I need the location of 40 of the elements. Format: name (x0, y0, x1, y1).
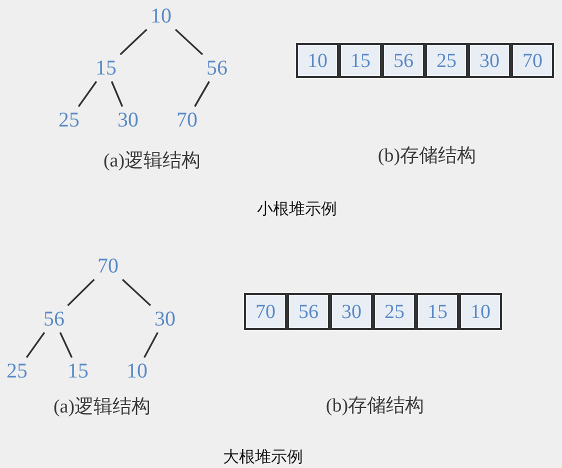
branch-line (174, 28, 204, 56)
branch-line (120, 28, 148, 56)
node-value: 30 (150, 306, 180, 332)
array-cell: 25 (373, 293, 416, 330)
sub-caption: (b)存储结构 (326, 396, 424, 418)
array-cell: 30 (468, 43, 511, 78)
array-cell: 70 (244, 293, 287, 330)
node-value: 10 (122, 358, 152, 384)
array-cell: 10 (459, 293, 502, 330)
array-cell: 30 (330, 293, 373, 330)
branch-line (67, 278, 95, 306)
branch-line (26, 332, 46, 358)
node-value: 56 (202, 54, 232, 82)
sub-caption: (a)逻辑结构 (53, 398, 151, 418)
array-cell: 15 (339, 43, 382, 78)
branch-line (144, 332, 158, 358)
node-value: 15 (64, 358, 92, 384)
node-value: 25 (2, 358, 32, 384)
array-cell: 15 (416, 293, 459, 330)
array-cell: 56 (382, 43, 425, 78)
node-value: 10 (146, 2, 176, 30)
branch-line (78, 80, 98, 108)
branch-line (194, 81, 210, 107)
node-value: 25 (54, 106, 84, 134)
sub-caption: (a)逻辑结构 (103, 152, 201, 172)
array-cell: 10 (296, 43, 339, 78)
branch-line (110, 81, 124, 107)
node-value: 70 (94, 252, 122, 280)
array-cell: 25 (425, 43, 468, 78)
node-value: 70 (172, 106, 202, 134)
caption: 小根堆示例 (257, 201, 337, 219)
branch-line (122, 278, 152, 306)
sub-caption: (b)存储结构 (378, 146, 476, 168)
array-cell: 70 (511, 43, 554, 78)
branch-line (59, 332, 73, 358)
array-cell: 56 (287, 293, 330, 330)
node-value: 56 (40, 306, 68, 332)
node-value: 30 (114, 106, 142, 134)
node-value: 15 (92, 54, 120, 82)
caption: 大根堆示例 (223, 449, 303, 467)
